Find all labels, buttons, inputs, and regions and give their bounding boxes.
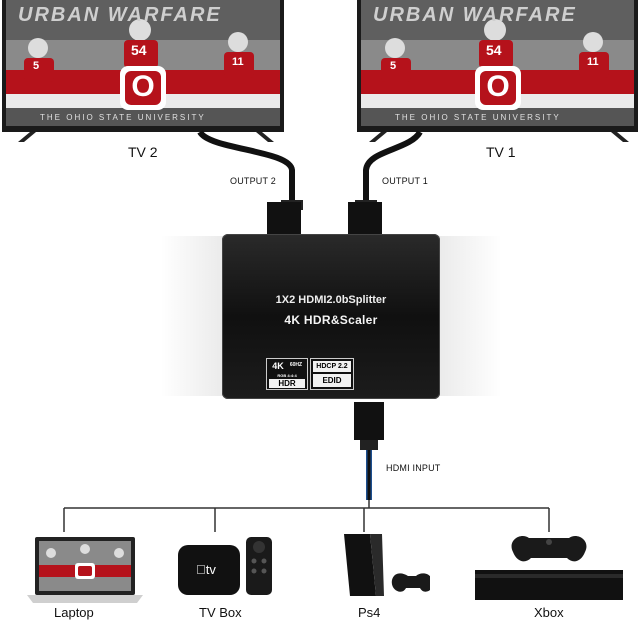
device-label-ps4: Ps4 xyxy=(358,605,381,620)
tv-2-jersey-3: 11 xyxy=(232,56,244,68)
tv-box-brand-text: tv xyxy=(196,562,216,577)
xbox-icon xyxy=(475,535,623,600)
badge-hdcp-edid: HDCP 2.2 EDID xyxy=(310,358,354,390)
device-label-xbox: Xbox xyxy=(534,605,564,620)
badge-60hz: 60HZ xyxy=(287,362,305,371)
tv-2 xyxy=(2,0,284,142)
badge-hdr: HDR xyxy=(269,379,305,388)
laptop-icon xyxy=(27,537,143,603)
tv-1-label: TV 1 xyxy=(486,144,516,160)
output-1-label: OUTPUT 1 xyxy=(382,176,428,186)
badge-edid: EDID xyxy=(313,374,351,387)
tv-2-logo: O xyxy=(131,70,155,103)
tv-2-label: TV 2 xyxy=(128,144,158,160)
tv-1-footer: THE OHIO STATE UNIVERSITY xyxy=(395,113,561,122)
tv-1-banner: URBAN WARFARE xyxy=(373,4,577,26)
tv-2-footer: THE OHIO STATE UNIVERSITY xyxy=(40,113,206,122)
tv-1-jersey-1: 5 xyxy=(390,60,397,72)
tv-1-logo: O xyxy=(486,70,510,103)
badge-rgb: RGB 4:4:4 xyxy=(269,373,305,379)
device-label-tv-box: TV Box xyxy=(199,605,242,620)
tv-box-icon xyxy=(178,537,272,595)
splitter-feature: 4K HDR&Scaler xyxy=(284,313,378,327)
hdmi-input-label: HDMI INPUT xyxy=(386,463,441,473)
tv-2-jersey-1: 5 xyxy=(33,60,40,72)
tv-box-brand: tv xyxy=(196,562,216,577)
tv-1-jersey-3: 11 xyxy=(587,56,599,68)
output-2-label: OUTPUT 2 xyxy=(230,176,276,186)
ps4-icon xyxy=(344,534,430,596)
splitter-model: 1X2 HDMI2.0bSplitter xyxy=(275,294,387,306)
hdmi-splitter: 1X2 HDMI2.0bSplitter 4K HDR&Scaler 4K 60… xyxy=(222,234,440,399)
tv-2-jersey-2: 54 xyxy=(131,42,147,58)
badge-hdcp: HDCP 2.2 xyxy=(313,361,351,372)
badge-4k-hdr: 4K 60HZ RGB 4:4:4 HDR xyxy=(266,358,308,390)
device-label-laptop: Laptop xyxy=(54,605,94,620)
tv-1-jersey-2: 54 xyxy=(486,42,502,58)
badge-4k: 4K xyxy=(269,361,287,372)
tv-2-banner: URBAN WARFARE xyxy=(18,4,222,26)
tv-1 xyxy=(357,0,638,142)
